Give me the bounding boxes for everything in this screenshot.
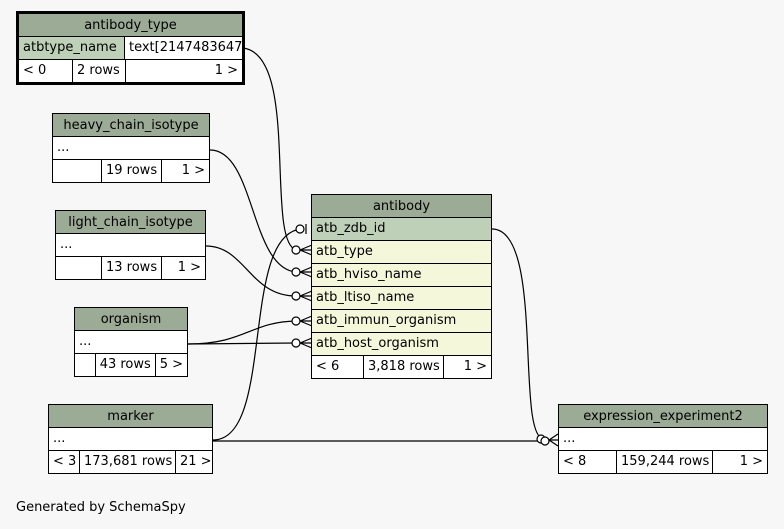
table-footer: < 6 3,818 rows 1 > (312, 356, 491, 378)
table-antibody-type[interactable]: antibody_type atbtype_name text[21474836… (16, 11, 245, 85)
crowfoot (299, 244, 313, 256)
parent-count (75, 354, 95, 376)
generator-note: Generated by SchemaSpy (16, 500, 186, 515)
crowfoot-circle (291, 267, 301, 277)
table-organism[interactable]: organism ... 43 rows 5 > (74, 307, 188, 377)
table-expression-experiment2[interactable]: expression_experiment2 ... < 8 159,244 r… (558, 404, 768, 474)
table-antibody[interactable]: antibody atb_zdb_id atb_type atb_hviso_n… (311, 194, 492, 379)
table-title[interactable]: expression_experiment2 (559, 405, 767, 428)
link-heavy-isotype-to-atb-hviso-name (209, 149, 297, 273)
parent-count[interactable]: < 6 (316, 359, 340, 374)
row-count: 13 rows (101, 257, 161, 279)
row-count: 2 rows (72, 60, 125, 82)
crowfoot (299, 266, 313, 278)
row-count: 159,244 rows (616, 451, 712, 473)
row-count: 3,818 rows (363, 356, 443, 378)
crowfoot (299, 290, 313, 302)
table-title[interactable]: marker (49, 405, 212, 428)
crowfoot (299, 315, 313, 327)
column-ellipsis: ... (559, 428, 767, 451)
parent-count[interactable]: < 0 (23, 63, 47, 78)
child-count[interactable]: 1 > (712, 451, 767, 473)
row-count: 173,681 rows (79, 451, 175, 473)
link-antibody-to-expression-experiment (491, 228, 545, 440)
child-count[interactable]: 5 > (154, 354, 187, 376)
child-count[interactable]: 1 > (161, 257, 205, 279)
row-count: 43 rows (94, 354, 155, 376)
column-atb-ltiso-name[interactable]: atb_ltiso_name (312, 287, 491, 310)
table-marker[interactable]: marker ... < 3 173,681 rows 21 > (48, 404, 213, 474)
table-footer: 13 rows 1 > (56, 257, 205, 279)
parent-count[interactable]: < 8 (563, 454, 587, 469)
table-title[interactable]: light_chain_isotype (56, 211, 205, 234)
table-title[interactable]: organism (75, 308, 187, 331)
column-atb-hviso-name[interactable]: atb_hviso_name (312, 264, 491, 287)
link-antibody-type-to-atb-type (242, 47, 297, 251)
child-count[interactable]: 1 > (161, 160, 209, 182)
link-marker-to-atb-zdb-id (212, 228, 302, 441)
table-footer: < 0 2 rows 1 > (19, 60, 242, 82)
column-atbtype-name[interactable]: atbtype_name text[2147483647] (19, 37, 242, 60)
table-title[interactable]: heavy_chain_isotype (53, 114, 209, 137)
table-title[interactable]: antibody_type (19, 14, 242, 37)
column-atb-type[interactable]: atb_type (312, 241, 491, 264)
row-count: 19 rows (101, 160, 161, 182)
table-footer: < 8 159,244 rows 1 > (559, 451, 767, 473)
table-footer: 19 rows 1 > (53, 160, 209, 182)
crowfoot-circle (291, 316, 301, 326)
column-name: atbtype_name (23, 40, 117, 55)
column-ellipsis: ... (56, 234, 205, 257)
column-atb-zdb-id[interactable]: atb_zdb_id (312, 218, 491, 241)
parent-count (56, 257, 101, 279)
crowfoot-circle (291, 245, 301, 255)
column-atb-immun-organism[interactable]: atb_immun_organism (312, 310, 491, 333)
table-heavy-chain-isotype[interactable]: heavy_chain_isotype ... 19 rows 1 > (52, 113, 210, 183)
table-footer: < 3 173,681 rows 21 > (49, 451, 212, 473)
column-ellipsis: ... (75, 331, 187, 354)
crowfoot-circle (295, 224, 305, 234)
table-title[interactable]: antibody (312, 195, 491, 218)
parent-count[interactable]: < 3 (53, 454, 77, 469)
column-ellipsis: ... (53, 137, 209, 160)
crowfoot-circle (291, 291, 301, 301)
parent-count (53, 160, 101, 182)
link-organism-to-atb-immun-organism (187, 320, 297, 345)
child-count[interactable]: 1 > (125, 60, 242, 82)
link-light-isotype-to-atb-ltiso-name (205, 245, 297, 297)
crowfoot (548, 433, 559, 447)
crowfoot-circle (291, 338, 301, 348)
column-atb-host-organism[interactable]: atb_host_organism (312, 333, 491, 356)
crowfoot-circle (540, 436, 550, 446)
child-count[interactable]: 21 > (175, 451, 216, 473)
column-ellipsis: ... (49, 428, 212, 451)
crowfoot (299, 337, 313, 349)
link-organism-to-atb-host-organism (187, 342, 297, 345)
table-light-chain-isotype[interactable]: light_chain_isotype ... 13 rows 1 > (55, 210, 206, 280)
table-footer: 43 rows 5 > (75, 354, 187, 376)
child-count[interactable]: 1 > (443, 356, 491, 378)
column-type: text[2147483647] (124, 37, 242, 59)
